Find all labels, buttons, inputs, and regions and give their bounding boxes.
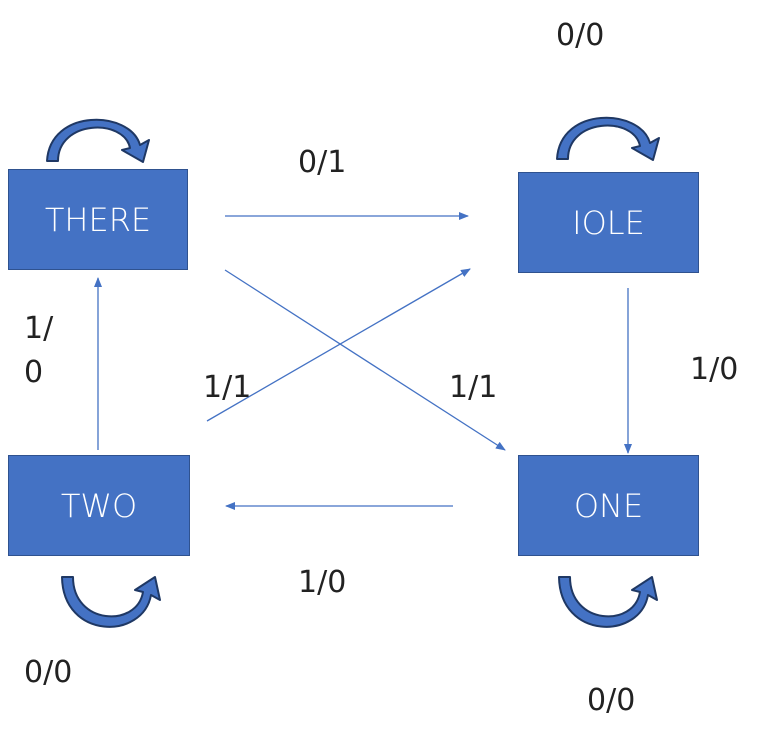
arrow-there-to-one (224, 269, 506, 451)
state-iole: IOLE (518, 172, 699, 273)
label-two-self: 0/0 (24, 655, 73, 690)
self-loop-there-icon (46, 118, 150, 163)
self-loop-iole-icon (556, 116, 660, 161)
state-one: ONE (518, 455, 699, 556)
label-one-self: 0/0 (587, 683, 636, 718)
label-there-to-one: 1/1 (449, 370, 498, 405)
label-iole-self: 0/0 (556, 18, 605, 53)
label-two-to-iole: 1/1 (203, 370, 252, 405)
state-iole-label: IOLE (572, 203, 645, 242)
label-there-to-iole: 0/1 (298, 145, 347, 180)
label-two-to-there-2: 0 (24, 355, 44, 390)
self-loop-one-icon (558, 576, 658, 628)
arrow-two-to-iole (206, 268, 471, 422)
self-loop-two-icon (61, 576, 161, 628)
state-there-label: THERE (44, 200, 152, 239)
state-there: THERE (8, 169, 188, 270)
state-two: TWO (8, 455, 190, 556)
label-one-to-two: 1/0 (298, 565, 347, 600)
label-iole-to-one: 1/0 (690, 352, 739, 387)
label-two-to-there-1: 1/ (24, 311, 54, 346)
state-one-label: ONE (573, 486, 644, 525)
state-two-label: TWO (60, 486, 138, 525)
